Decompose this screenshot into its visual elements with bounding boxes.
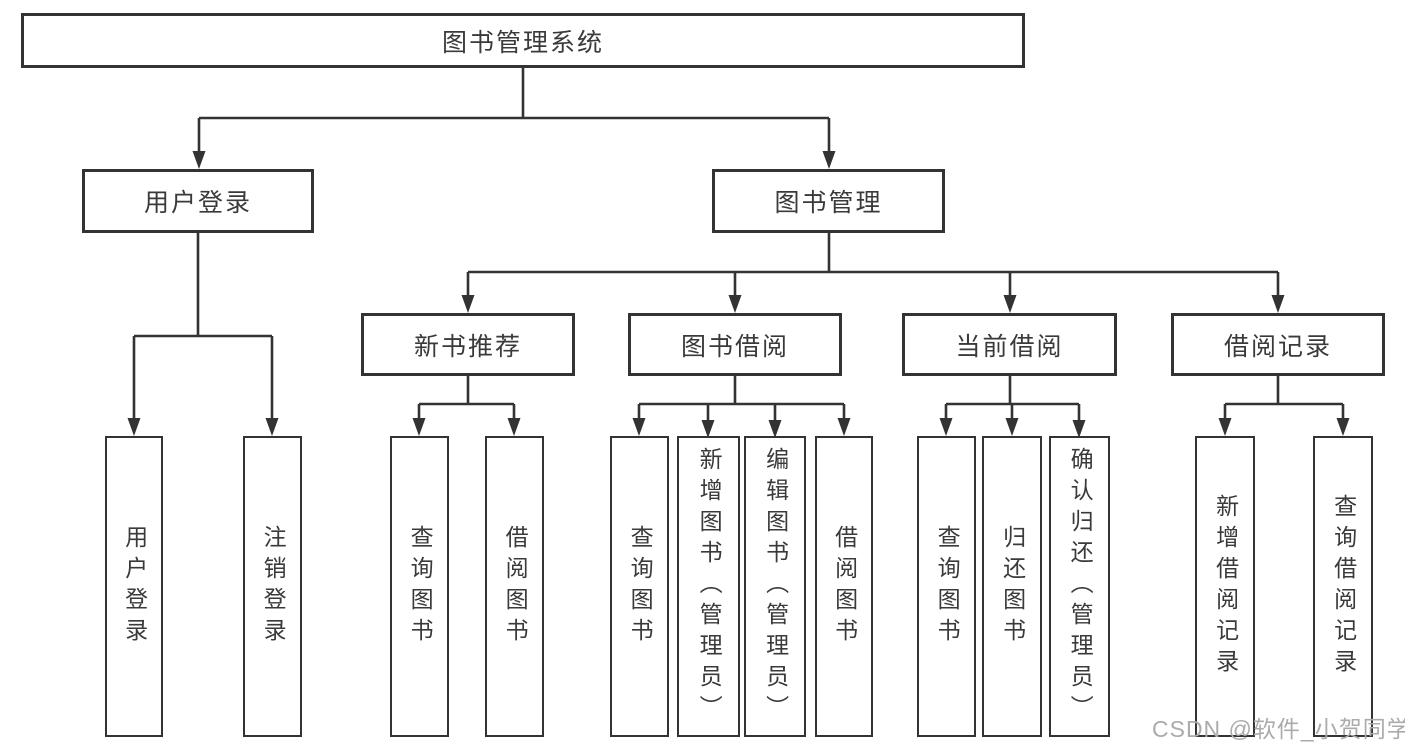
- csdn-watermark: CSDN @软件_小贺同学: [1152, 716, 1405, 742]
- node-label: 新增借阅记录: [1212, 493, 1239, 680]
- node-logout: 注销登录: [243, 436, 302, 737]
- node-label: 新增图书（管理员）: [696, 447, 723, 726]
- node-query-books-borrow: 查询图书: [610, 436, 669, 737]
- node-edit-book-admin: 编辑图书（管理员）: [744, 436, 806, 737]
- node-label: 借阅图书: [831, 524, 858, 649]
- node-borrow-books-recommend: 借阅图书: [485, 436, 544, 737]
- node-label: 借阅图书: [502, 524, 529, 649]
- node-add-borrow-record: 新增借阅记录: [1195, 436, 1255, 737]
- node-current-borrow: 当前借阅: [902, 313, 1117, 376]
- node-query-books-recommend: 查询图书: [390, 436, 449, 737]
- node-root-label: 图书管理系统: [441, 28, 604, 57]
- node-book-management: 图书管理: [712, 169, 945, 233]
- node-label: 借阅记录: [1223, 332, 1332, 361]
- node-label: 新书推荐: [413, 332, 522, 361]
- node-label: 查询借阅记录: [1330, 493, 1357, 680]
- node-query-books-current: 查询图书: [917, 436, 976, 737]
- node-label: 查询图书: [407, 524, 434, 649]
- node-label: 当前借阅: [955, 332, 1064, 361]
- node-borrow-books: 借阅图书: [815, 436, 873, 737]
- node-label: 注销登录: [260, 524, 287, 649]
- node-confirm-return-admin: 确认归还（管理员）: [1049, 436, 1110, 737]
- node-query-borrow-record: 查询借阅记录: [1313, 436, 1373, 737]
- node-label: 用户登录: [143, 189, 252, 217]
- node-label: 归还图书: [999, 524, 1026, 649]
- node-label: 确认归还（管理员）: [1067, 447, 1094, 726]
- node-new-book-recommend: 新书推荐: [361, 313, 575, 376]
- node-borrow-records: 借阅记录: [1171, 313, 1385, 376]
- node-label: 图书借阅: [680, 332, 789, 361]
- node-label: 图书管理: [774, 189, 883, 217]
- node-root: 图书管理系统: [21, 13, 1025, 68]
- node-label: 查询图书: [934, 524, 961, 649]
- node-label: 用户登录: [121, 524, 148, 649]
- node-label: 编辑图书（管理员）: [762, 447, 789, 726]
- node-book-borrow: 图书借阅: [628, 313, 842, 376]
- node-add-book-admin: 新增图书（管理员）: [677, 436, 740, 737]
- node-label: 查询图书: [627, 524, 654, 649]
- node-user-login-branch: 用户登录: [82, 169, 314, 233]
- node-return-books: 归还图书: [982, 436, 1042, 737]
- node-user-login: 用户登录: [105, 436, 163, 737]
